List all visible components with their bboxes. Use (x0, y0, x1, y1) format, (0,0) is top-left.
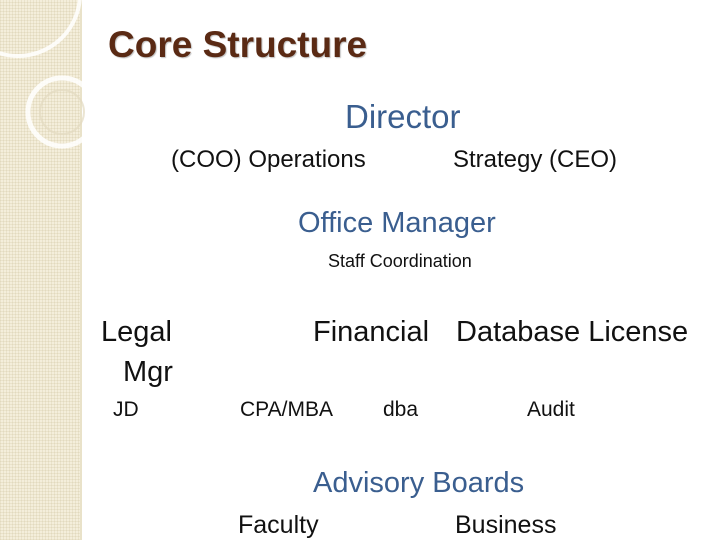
band-edge-line (80, 0, 82, 540)
operations-node: (COO) Operations (171, 146, 366, 173)
dba-label: dba (383, 398, 419, 421)
database-license-node: Database License (456, 316, 689, 348)
financial-node: Financial (313, 316, 430, 348)
director-node: Director (345, 98, 461, 135)
advisory-boards-node: Advisory Boards (313, 467, 525, 499)
cpa-mba-label: CPA/MBA (240, 398, 333, 421)
audit-label: Audit (527, 398, 575, 421)
staff-coordination-label: Staff Coordination (328, 251, 472, 271)
faculty-label: Faculty (238, 511, 319, 539)
slide-title: Core Structure (108, 24, 368, 65)
legal-mgr-node-line2: Mgr (123, 356, 173, 388)
office-manager-node: Office Manager (298, 207, 496, 239)
jd-label: JD (113, 398, 139, 421)
legal-mgr-node-line1: Legal (101, 316, 172, 348)
business-label: Business (455, 511, 557, 539)
decorative-circles (0, 0, 99, 149)
strategy-node: Strategy (CEO) (453, 146, 618, 173)
